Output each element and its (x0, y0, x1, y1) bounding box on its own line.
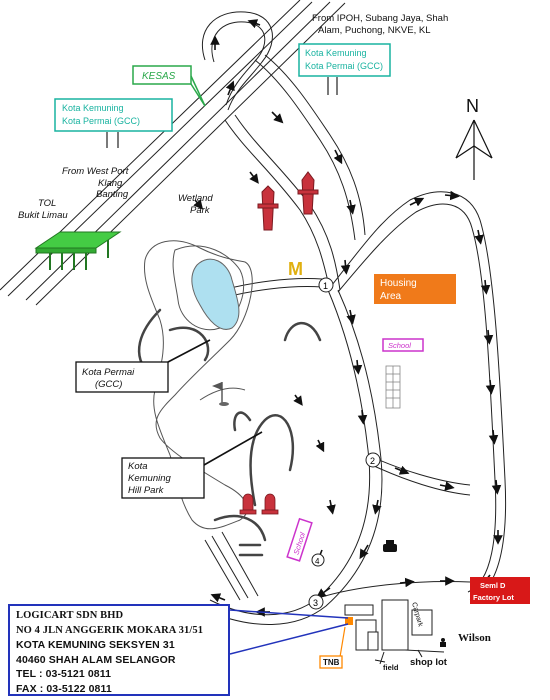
carpark-area: Carpark (344, 599, 445, 665)
roundabout-3 (308, 594, 324, 610)
address-pointer (229, 609, 349, 655)
svg-text:Area: Area (380, 291, 402, 302)
svg-text:Hill Park: Hill Park (128, 485, 165, 496)
svg-text:Seml D: Seml D (480, 581, 506, 590)
secondary-roads (137, 308, 322, 557)
svg-text:Kota: Kota (128, 461, 148, 472)
svg-text:Kota Permai: Kota Permai (82, 367, 135, 378)
route-arrows (193, 19, 503, 617)
wetland-line-2: Park (190, 205, 211, 216)
address-fax: FAX : 03-5122 0811 (16, 682, 112, 695)
svg-text:School: School (388, 341, 411, 350)
tower-icon (257, 171, 319, 231)
svg-text:2: 2 (370, 456, 375, 466)
field-label: field (383, 663, 399, 672)
roundabout-4 (311, 553, 325, 567)
svg-text:Housing: Housing (380, 278, 417, 289)
wetland-line-1: Wetland (178, 193, 213, 204)
tnb-marker: TNB (319, 617, 353, 669)
svg-text:TNB: TNB (323, 658, 340, 667)
kota-permai-label: Kota Permai (GCC) (75, 339, 211, 393)
svg-text:Factory Lot: Factory Lot (473, 593, 514, 602)
kota-kemuning-label: Kota Kemuning Hill Park (121, 431, 263, 499)
school-upper: School (382, 338, 424, 409)
roundabout-1 (318, 277, 334, 293)
bottom-left-roads (204, 531, 259, 601)
seml-factory-lot: Seml D Factory Lot (470, 577, 530, 604)
roundabout-2 (365, 452, 381, 468)
school-lower: School (286, 517, 313, 562)
svg-text:N: N (466, 96, 479, 116)
svg-text:(GCC): (GCC) (95, 379, 122, 390)
from-north-line-2: Alam, Puchong, NKVE, KL (318, 25, 430, 36)
address-company: LOGICART SDN BHD (16, 610, 124, 621)
from-west-line-3: Banting (96, 189, 129, 200)
shoplot-label: shop lot (410, 657, 448, 668)
tol-line-2: Bukit Limau (18, 210, 68, 221)
temple-icon (239, 493, 279, 515)
svg-text:Kota Permai (GCC): Kota Permai (GCC) (305, 61, 383, 71)
roundabouts: 1 2 3 4 (308, 277, 381, 610)
svg-text:4: 4 (315, 557, 320, 566)
car-icon (383, 540, 397, 552)
svg-text:Kemuning: Kemuning (128, 473, 171, 484)
svg-text:3: 3 (313, 598, 318, 608)
svg-text:Kota Kemuning: Kota Kemuning (62, 103, 124, 113)
kesas-label: KESAS (132, 65, 206, 107)
svg-text:Kota Kemuning: Kota Kemuning (305, 48, 367, 58)
wilson-label: Wilson (458, 632, 491, 644)
from-west-line-2: Klang (98, 178, 123, 189)
sign-left: Kota Kemuning Kota Permai (GCC) (54, 98, 173, 148)
svg-text:1: 1 (323, 281, 328, 291)
mcdonalds-icon: M (288, 259, 303, 279)
from-west-line-1: From West Port (62, 166, 129, 177)
address-tel: TEL : 03-5121 0811 (16, 668, 112, 680)
svg-text:KESAS: KESAS (142, 71, 176, 82)
tol-line-1: TOL (38, 198, 56, 209)
north-arrow-icon: N (455, 96, 493, 180)
address-box: LOGICART SDN BHD NO 4 JLN ANGGERIK MOKAR… (8, 604, 230, 696)
sign-top: Kota Kemuning Kota Permai (GCC) (298, 43, 391, 95)
wetland-lake (191, 258, 240, 330)
golf-flag-icon (212, 382, 229, 406)
address-postcode: 40460 SHAH ALAM SELANGOR (16, 653, 176, 666)
from-north-line-1: From IPOH, Subang Jaya, Shah (312, 13, 448, 24)
housing-area: Housing Area (374, 274, 456, 304)
svg-text:Kota Permai (GCC): Kota Permai (GCC) (62, 116, 140, 126)
main-roads (204, 191, 507, 625)
address-street: NO 4 JLN ANGGERIK MOKARA 31/51 (16, 624, 204, 636)
address-area: KOTA KEMUNING SEKSYEN 31 (16, 639, 175, 651)
toll-plaza-icon (34, 231, 122, 270)
man-icon (440, 638, 446, 647)
